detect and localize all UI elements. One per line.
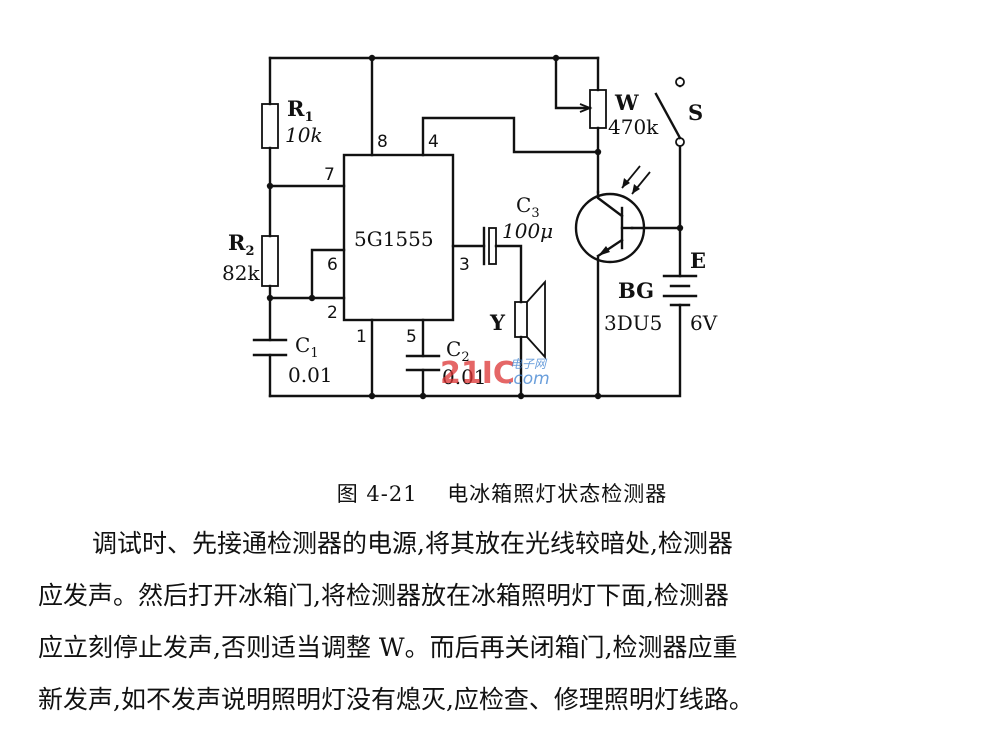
c1-sub: 1 xyxy=(310,346,318,361)
pin-3-label: 3 xyxy=(459,255,470,275)
capacitor-c3: C3 100μ xyxy=(482,193,553,266)
capacitor-c1: C1 0.01 xyxy=(252,333,333,387)
paragraph-line: 应发声。然后打开冰箱门,将检测器放在冰箱照明灯下面,检测器 xyxy=(38,581,729,610)
ic-name: 5G1555 xyxy=(354,227,434,251)
w-value: 470k xyxy=(608,115,659,139)
paragraph-line: 应立刻停止发声,否则适当调整 W。而后再关闭箱门,检测器应重 xyxy=(38,633,738,662)
c3-name: C xyxy=(516,193,531,217)
bg-name: BG xyxy=(618,278,654,303)
r2-value: 82k xyxy=(222,261,260,285)
svg-text:C3: C3 xyxy=(516,193,540,221)
potentiometer-w: W 470k xyxy=(579,89,659,139)
c3-sub: 3 xyxy=(531,206,539,221)
svg-text:C1: C1 xyxy=(295,333,319,361)
c2-name: C xyxy=(446,337,461,361)
paragraph-line: 调试时、先接通检测器的电源,将其放在光线较暗处,检测器 xyxy=(92,529,733,558)
c2-value: 0.01 xyxy=(442,365,487,389)
c1-value: 0.01 xyxy=(288,363,333,387)
r2-name: R xyxy=(228,230,246,255)
figure-caption: 图 4-21 电冰箱照灯状态检测器 xyxy=(336,482,668,506)
phototransistor-bg: BG 3DU5 xyxy=(574,165,662,335)
switch-name: S xyxy=(688,100,703,125)
pin-5-label: 5 xyxy=(406,327,417,347)
c1-name: C xyxy=(295,333,310,357)
bg-model: 3DU5 xyxy=(604,311,662,335)
capacitor-c2: C2 0.01 xyxy=(405,337,487,389)
speaker-y: Y xyxy=(489,279,546,360)
pin-6-label: 6 xyxy=(327,255,338,275)
watermark-logo: 21IC 电子网 .com xyxy=(440,356,550,391)
switch-s: S xyxy=(654,77,703,147)
pin-4-label: 4 xyxy=(428,132,439,152)
svg-text:R1: R1 xyxy=(287,96,314,125)
r1-sub: 1 xyxy=(304,110,313,125)
pin-7-label: 7 xyxy=(324,165,335,185)
battery-value: 6V xyxy=(690,311,718,335)
resistor-r2: R2 82k xyxy=(222,230,279,287)
pin-8-label: 8 xyxy=(377,132,388,152)
svg-text:R2: R2 xyxy=(228,230,255,259)
w-name: W xyxy=(614,90,639,115)
pin-2-label: 2 xyxy=(327,303,338,323)
watermark-domain: .com xyxy=(508,369,550,389)
c3-value: 100μ xyxy=(502,219,553,243)
circuit-diagram: 5G1555 8 4 7 6 2 3 1 5 R1 10k R2 82k C1 … xyxy=(222,54,718,400)
c2-sub: 2 xyxy=(461,350,469,365)
ic-5g1555: 5G1555 8 4 7 6 2 3 1 5 xyxy=(324,132,470,347)
battery-name: E xyxy=(690,248,706,273)
svg-text:C2: C2 xyxy=(446,337,470,365)
r1-value: 10k xyxy=(285,123,323,147)
description-paragraph: 调试时、先接通检测器的电源,将其放在光线较暗处,检测器 应发声。然后打开冰箱门,… xyxy=(38,518,978,726)
speaker-name: Y xyxy=(489,310,506,335)
paragraph-line: 新发声,如不发声说明照明灯没有熄灭,应检查、修理照明灯线路。 xyxy=(38,685,754,714)
watermark-main: 21IC xyxy=(440,356,515,391)
resistor-r1: R1 10k xyxy=(261,96,323,149)
r1-name: R xyxy=(287,96,305,121)
junction-dots xyxy=(266,54,684,400)
pin-1-label: 1 xyxy=(356,327,367,347)
battery-e: E 6V xyxy=(662,248,718,335)
watermark-cn: 电子网 xyxy=(510,357,548,371)
r2-sub: 2 xyxy=(245,244,254,259)
